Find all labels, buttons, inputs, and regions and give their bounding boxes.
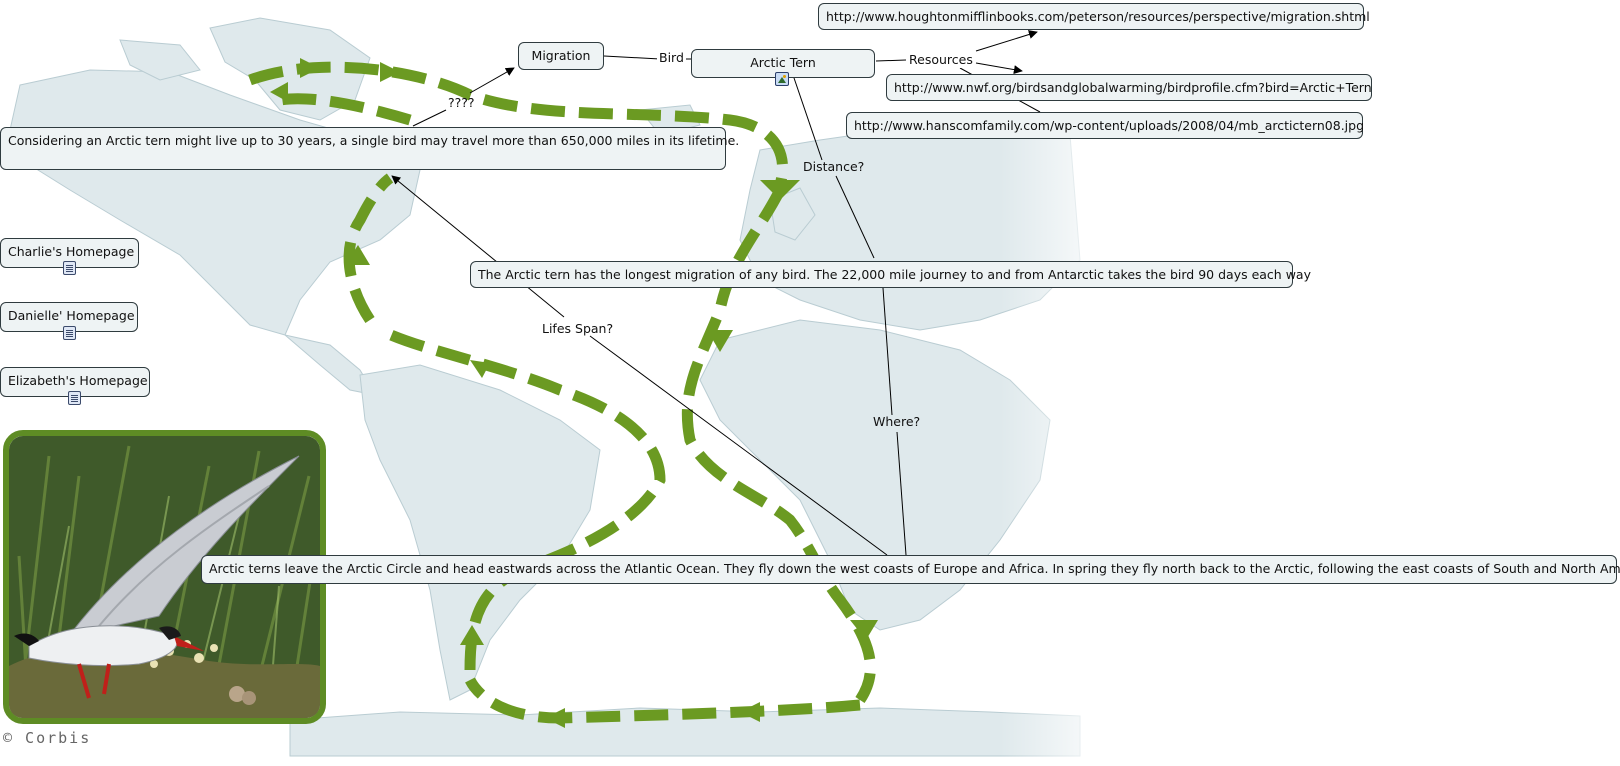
link-label-where: Where? — [871, 414, 922, 430]
migration-node[interactable]: Migration — [518, 42, 604, 70]
link-label-bird: Bird — [657, 50, 686, 66]
danielle-homepage-label[interactable]: Danielle' Homepage — [8, 308, 135, 323]
line-lifespan-fact — [392, 176, 564, 317]
link-label-unknown: ???? — [446, 95, 477, 111]
url-hanscom-text[interactable]: http://www.hanscomfamily.com/wp-content/… — [854, 118, 1364, 133]
south-america — [360, 365, 600, 700]
line-migration-bird — [604, 56, 660, 59]
route-antarctic — [470, 680, 860, 718]
longest-migration-node[interactable]: The Arctic tern has the longest migratio… — [470, 261, 1293, 288]
line-tern-resources — [876, 60, 906, 61]
elizabeth-homepage-label[interactable]: Elizabeth's Homepage — [8, 373, 148, 388]
url-nwf-text[interactable]: http://www.nwf.org/birdsandglobalwarming… — [894, 80, 1372, 95]
document-icon[interactable] — [68, 391, 81, 405]
url-houghton-text[interactable]: http://www.houghtonmifflinbooks.com/pete… — [826, 9, 1370, 24]
charlie-homepage-label[interactable]: Charlie's Homepage — [8, 244, 134, 259]
lifespan-fact-node[interactable]: Considering an Arctic tern might live up… — [0, 127, 726, 170]
line-unknown-migration — [470, 68, 514, 93]
document-icon[interactable] — [63, 326, 76, 340]
link-label-lifes-span: Lifes Span? — [540, 321, 615, 337]
image-icon[interactable] — [775, 72, 789, 86]
photo-credit: © Corbis — [3, 729, 91, 747]
link-label-distance: Distance? — [801, 159, 866, 175]
route-description-node[interactable]: Arctic terns leave the Arctic Circle and… — [201, 555, 1617, 584]
document-icon[interactable] — [63, 261, 76, 275]
migration-label: Migration — [532, 48, 591, 63]
longest-migration-text: The Arctic tern has the longest migratio… — [478, 267, 1311, 282]
line-fact-unknown — [413, 110, 446, 126]
arctic-tern-label: Arctic Tern — [750, 55, 816, 70]
route-description-text: Arctic terns leave the Arctic Circle and… — [209, 561, 1620, 576]
url-nwf-node[interactable]: http://www.nwf.org/birdsandglobalwarming… — [886, 74, 1372, 101]
link-label-resources: Resources — [907, 52, 975, 68]
url-hanscom-node[interactable]: http://www.hanscomfamily.com/wp-content/… — [846, 112, 1363, 139]
lifespan-fact-text: Considering an Arctic tern might live up… — [8, 133, 739, 148]
url-houghton-node[interactable]: http://www.houghtonmifflinbooks.com/pete… — [818, 3, 1364, 30]
